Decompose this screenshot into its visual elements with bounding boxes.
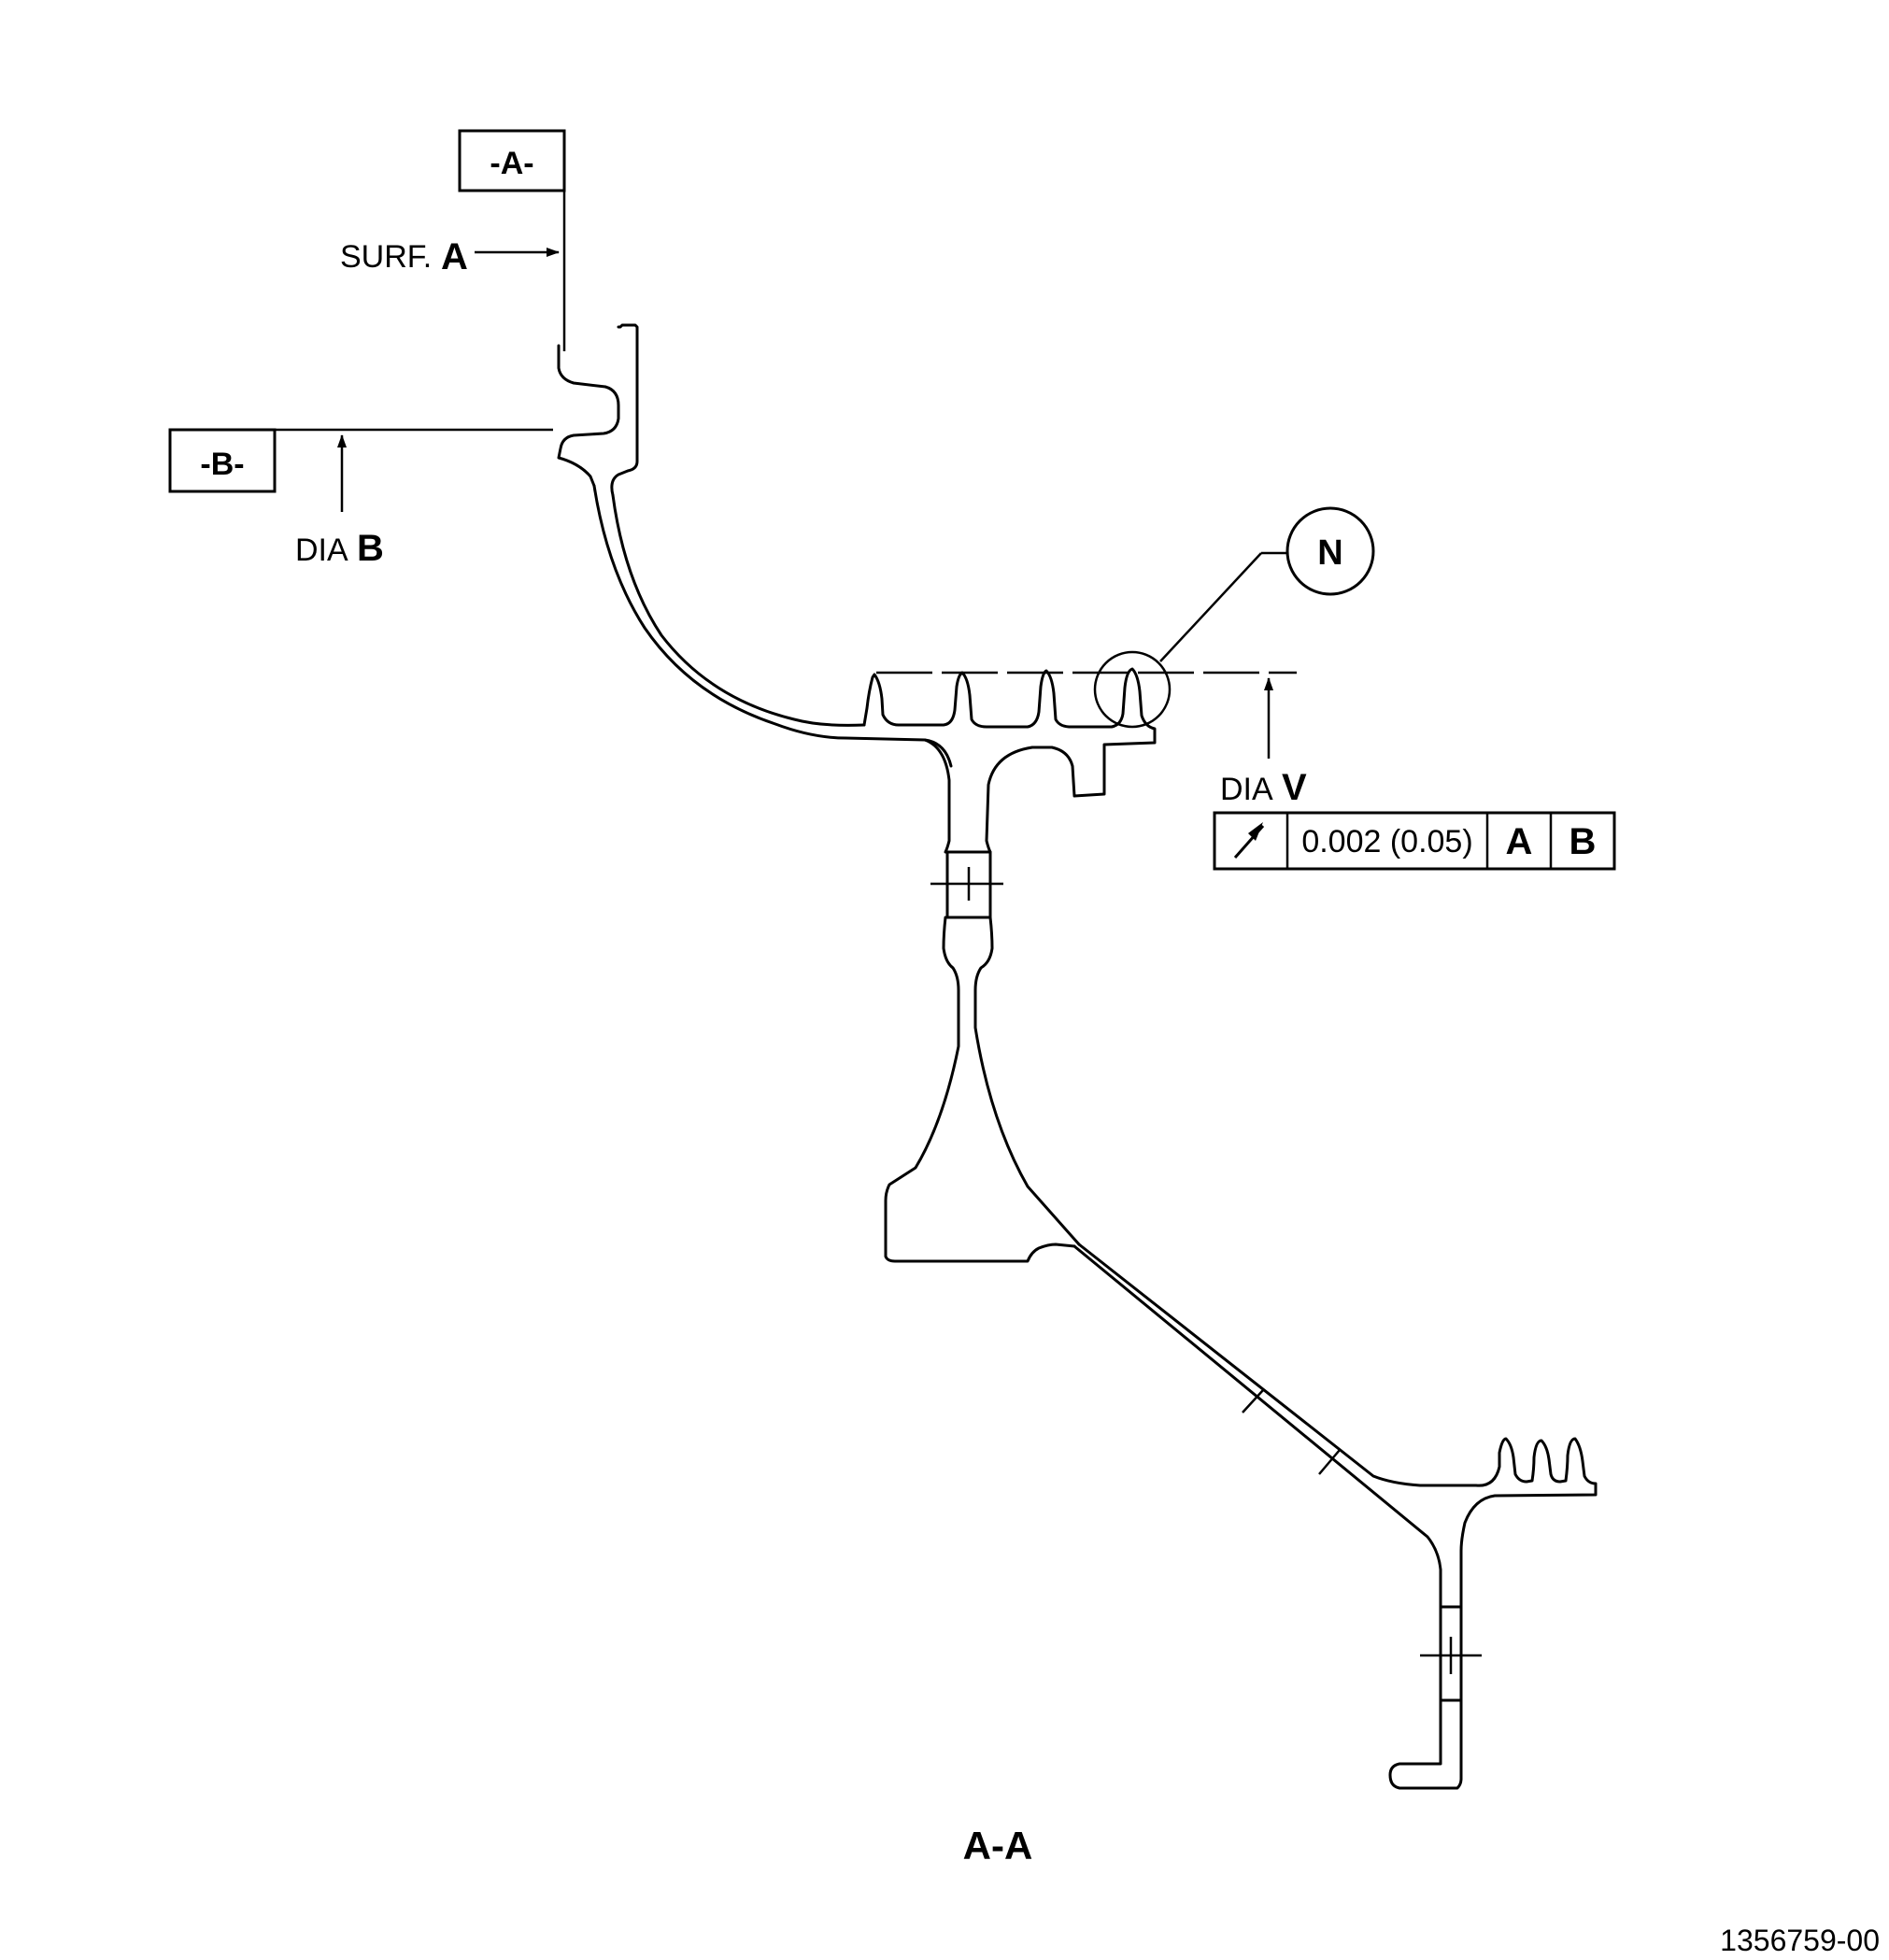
web-cut-mark-2 — [1318, 1449, 1341, 1475]
surf-a-letter: A — [441, 236, 468, 277]
upper-lip — [610, 323, 639, 497]
upper-bore-centerline — [930, 867, 1003, 901]
detail-n-zone-circle — [1093, 650, 1172, 729]
section-label: A-A — [963, 1824, 1033, 1868]
drawing-number: 1356759-00 — [1720, 1924, 1880, 1957]
dia-b-prefix: DIA — [295, 533, 348, 568]
lower-bolt-bore — [1439, 1605, 1463, 1702]
fcf-tolerance: 0.002 (0.05) — [1301, 824, 1472, 859]
datum-b-box — [168, 428, 277, 493]
fcf-datum-2: B — [1569, 821, 1597, 862]
surf-a-prefix: SURF. — [340, 239, 432, 275]
lower-hub-right — [973, 916, 1081, 1246]
dia-b-letter: B — [357, 528, 384, 569]
datum-a-callout: -A- SURF. A — [340, 129, 566, 351]
fcf-datum-1: A — [1506, 821, 1533, 862]
curved-web-outer — [592, 484, 847, 740]
conical-web-upper — [1077, 1243, 1598, 1609]
detail-n-balloon — [1285, 506, 1375, 596]
lower-flange-foot — [1388, 1698, 1463, 1790]
datum-a-label: -A- — [490, 146, 533, 181]
detail-n-letter: N — [1317, 533, 1342, 573]
feature-control-frame: 0.002 (0.05) A B — [1213, 811, 1616, 871]
conical-web-lower — [1072, 1244, 1442, 1609]
datum-b-label: -B- — [200, 447, 244, 482]
part-section-outline — [557, 323, 1598, 1790]
curved-web-inner — [611, 493, 866, 727]
dia-v-letter: V — [1282, 767, 1307, 808]
web-cut-mark-1 — [1242, 1389, 1264, 1413]
fcf-outer-box — [1213, 811, 1616, 871]
rim-and-blades — [844, 667, 1157, 798]
upper-flange — [557, 344, 620, 488]
runout-icon — [1233, 822, 1265, 859]
lower-bore-centerline — [1420, 1637, 1482, 1674]
dia-v-prefix: DIA — [1220, 772, 1273, 807]
dia-v-callout: DIA V — [876, 671, 1307, 808]
datum-b-callout: -B- DIA B — [168, 428, 553, 569]
detail-n-leader — [1159, 552, 1262, 662]
lower-hub-left — [884, 916, 1076, 1263]
datum-a-box — [458, 129, 566, 192]
hub-web-right — [985, 746, 1034, 854]
detail-n-callout: N — [1093, 506, 1375, 729]
hub-web-left — [923, 738, 951, 854]
